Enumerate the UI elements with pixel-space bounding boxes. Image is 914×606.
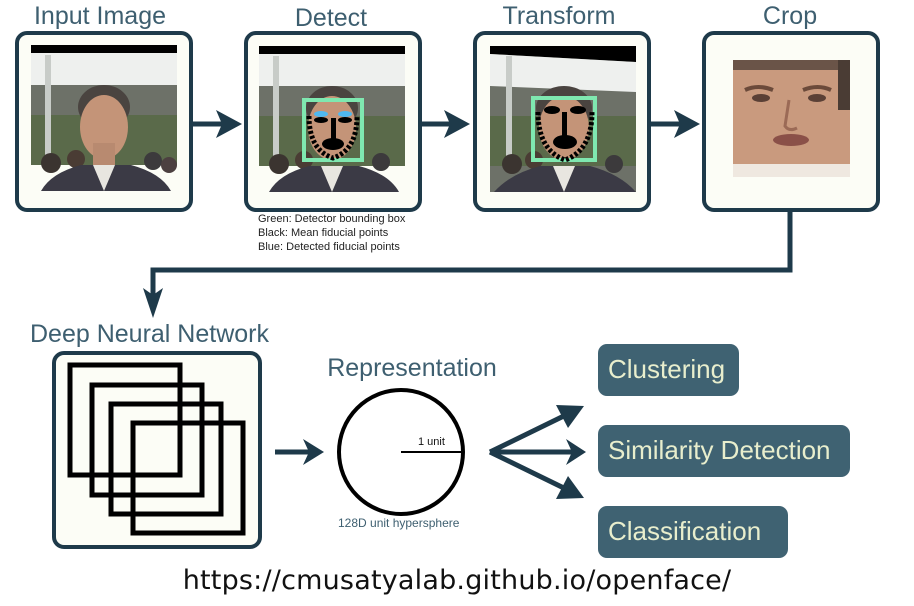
arrow-input-to-detect bbox=[193, 110, 242, 138]
arrow-detect-to-transform bbox=[422, 110, 470, 138]
radius-label: 1 unit bbox=[418, 436, 445, 448]
arrow-crop-to-network bbox=[143, 212, 793, 318]
fiducial-points bbox=[306, 111, 360, 161]
stage-title-input-image: Input Image bbox=[33, 2, 167, 30]
clustering-pill: Clustering bbox=[598, 344, 739, 396]
layers-icon bbox=[67, 362, 246, 536]
stage-title-detect: Detect bbox=[294, 4, 368, 32]
legend-black: Black: Mean fiducial points bbox=[258, 227, 389, 239]
arrow-transform-to-crop bbox=[651, 110, 700, 138]
similarity-detection-pill: Similarity Detection bbox=[598, 425, 850, 477]
classification-pill: Classification bbox=[598, 506, 788, 558]
detect-card bbox=[244, 31, 422, 212]
input-image-card bbox=[15, 31, 193, 212]
aligned-portrait-illustration bbox=[490, 46, 636, 192]
cropped-face-illustration bbox=[733, 60, 850, 177]
transform-photo bbox=[490, 46, 636, 192]
network-title: Deep Neural Network bbox=[30, 320, 269, 348]
stage-title-transform: Transform bbox=[502, 2, 616, 30]
network-card bbox=[52, 351, 262, 549]
hypersphere-circle bbox=[337, 388, 465, 516]
cropped-face bbox=[733, 60, 850, 177]
arrows-representation-to-applications bbox=[488, 405, 586, 499]
hypersphere-caption: 128D unit hypersphere bbox=[338, 516, 460, 530]
detect-photo bbox=[259, 46, 405, 192]
legend-green: Green: Detector bounding box bbox=[258, 213, 406, 225]
portrait-illustration bbox=[31, 45, 177, 191]
detect-legend: Green: Detector bounding box Black: Mean… bbox=[258, 212, 405, 254]
input-photo bbox=[31, 45, 177, 191]
legend-blue: Blue: Detected fiducial points bbox=[258, 241, 400, 253]
stage-title-crop: Crop bbox=[762, 2, 818, 30]
arrow-network-to-representation bbox=[275, 439, 324, 465]
transform-card bbox=[473, 31, 651, 212]
representation-title: Representation bbox=[327, 354, 497, 382]
crop-card bbox=[702, 31, 880, 212]
footer-url[interactable]: https://cmusatyalab.github.io/openface/ bbox=[182, 565, 732, 596]
detected-portrait-illustration bbox=[259, 46, 405, 192]
